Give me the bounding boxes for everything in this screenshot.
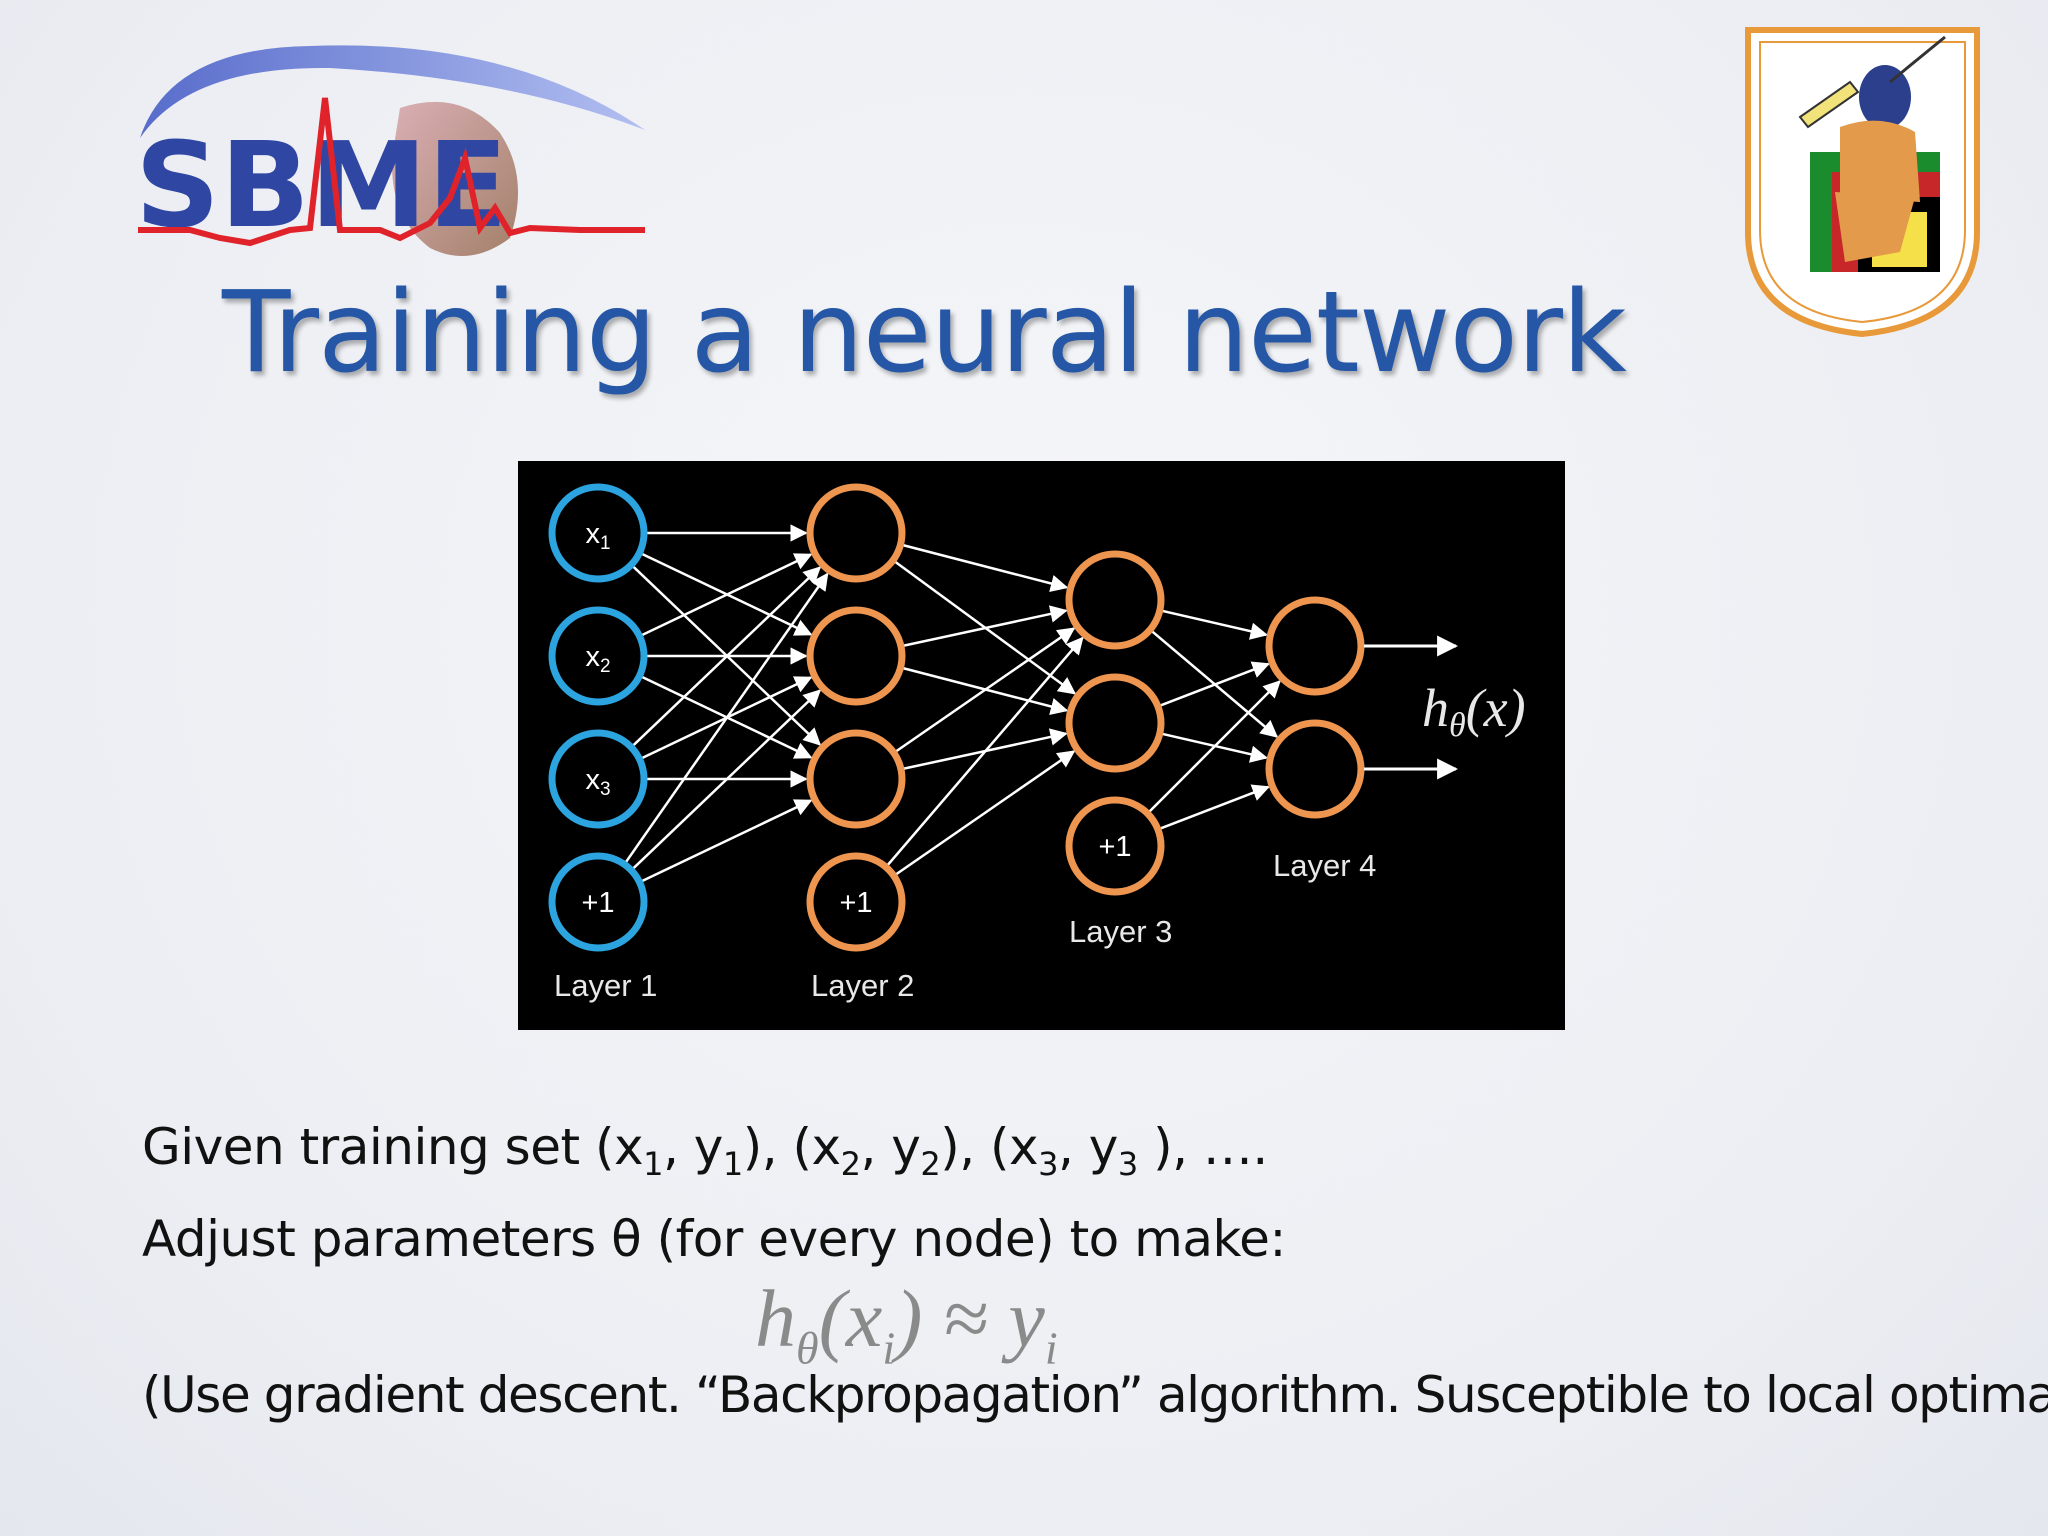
node-label-input-bias: +1: [581, 887, 614, 919]
network-edge-18: [884, 636, 1084, 868]
given-training-set-text: Given training set (x1, y1), (x2, y2), (…: [142, 1118, 1268, 1183]
network-nodes: [548, 483, 1365, 952]
neural-network-diagram: x1 x2 x3 +1 +1 +1 hθ(x) Layer 1 Layer 2 …: [518, 461, 1565, 1030]
network-edge-16: [893, 627, 1076, 754]
node-layer3-2: [1065, 673, 1165, 773]
node-label-layer3-bias: +1: [1098, 831, 1131, 863]
node-label-layer2-bias: +1: [839, 887, 872, 919]
node-layer2-3: [806, 729, 906, 829]
network-edge-15: [900, 666, 1069, 716]
layer-label-1: Layer 1: [554, 968, 657, 1003]
node-label-x1: x1: [585, 518, 610, 554]
gradient-descent-note: (Use gradient descent. “Backpropagation”…: [142, 1366, 2048, 1424]
network-edge-3: [638, 553, 813, 638]
layer-label-2: Layer 2: [811, 968, 914, 1003]
network-edge-25: [1157, 784, 1270, 831]
layer-label-3: Layer 3: [1069, 914, 1172, 949]
node-label-x3: x3: [585, 764, 610, 800]
network-edge-11: [638, 799, 813, 884]
network-edge-21: [1149, 628, 1279, 738]
network-edge-9: [623, 572, 829, 866]
network-edge-6: [630, 566, 822, 749]
layer-label-4: Layer 4: [1273, 848, 1376, 883]
network-edge-10: [630, 689, 822, 872]
node-layer2-bias: [806, 852, 906, 952]
slide-title: Training a neural network: [222, 268, 1627, 398]
sbme-logo: SBME: [130, 38, 650, 278]
network-edge-19: [893, 750, 1076, 877]
adjust-parameters-text: Adjust parameters θ (for every node) to …: [142, 1210, 1286, 1268]
node-output-2: [1265, 719, 1365, 819]
network-edge-13: [892, 559, 1077, 695]
node-output-1: [1265, 596, 1365, 696]
network-edge-1: [638, 551, 813, 636]
hypothesis-label: hθ(x): [1422, 678, 1526, 744]
hypothesis-formula: hθ(xi) ≈ yi: [755, 1273, 1058, 1374]
node-label-x2: x2: [585, 641, 610, 677]
network-edge-24: [1146, 680, 1281, 815]
node-input-x2: [548, 606, 648, 706]
node-input-bias: [548, 852, 648, 952]
network-edge-23: [1159, 732, 1268, 763]
network-edge-14: [900, 605, 1068, 648]
network-edge-20: [1159, 609, 1268, 640]
node-input-x1: [548, 483, 648, 583]
network-edge-12: [900, 543, 1069, 593]
network-edge-22: [1157, 661, 1270, 708]
cairo-university-emblem: [1740, 22, 1985, 342]
node-layer2-2: [806, 606, 906, 706]
node-layer2-1: [806, 483, 906, 583]
node-input-x3: [548, 729, 648, 829]
node-layer3-1: [1065, 550, 1165, 650]
network-edges: [623, 524, 1281, 884]
network-edge-2: [630, 563, 822, 746]
node-layer3-bias: [1065, 796, 1165, 896]
network-edge-5: [638, 674, 813, 759]
